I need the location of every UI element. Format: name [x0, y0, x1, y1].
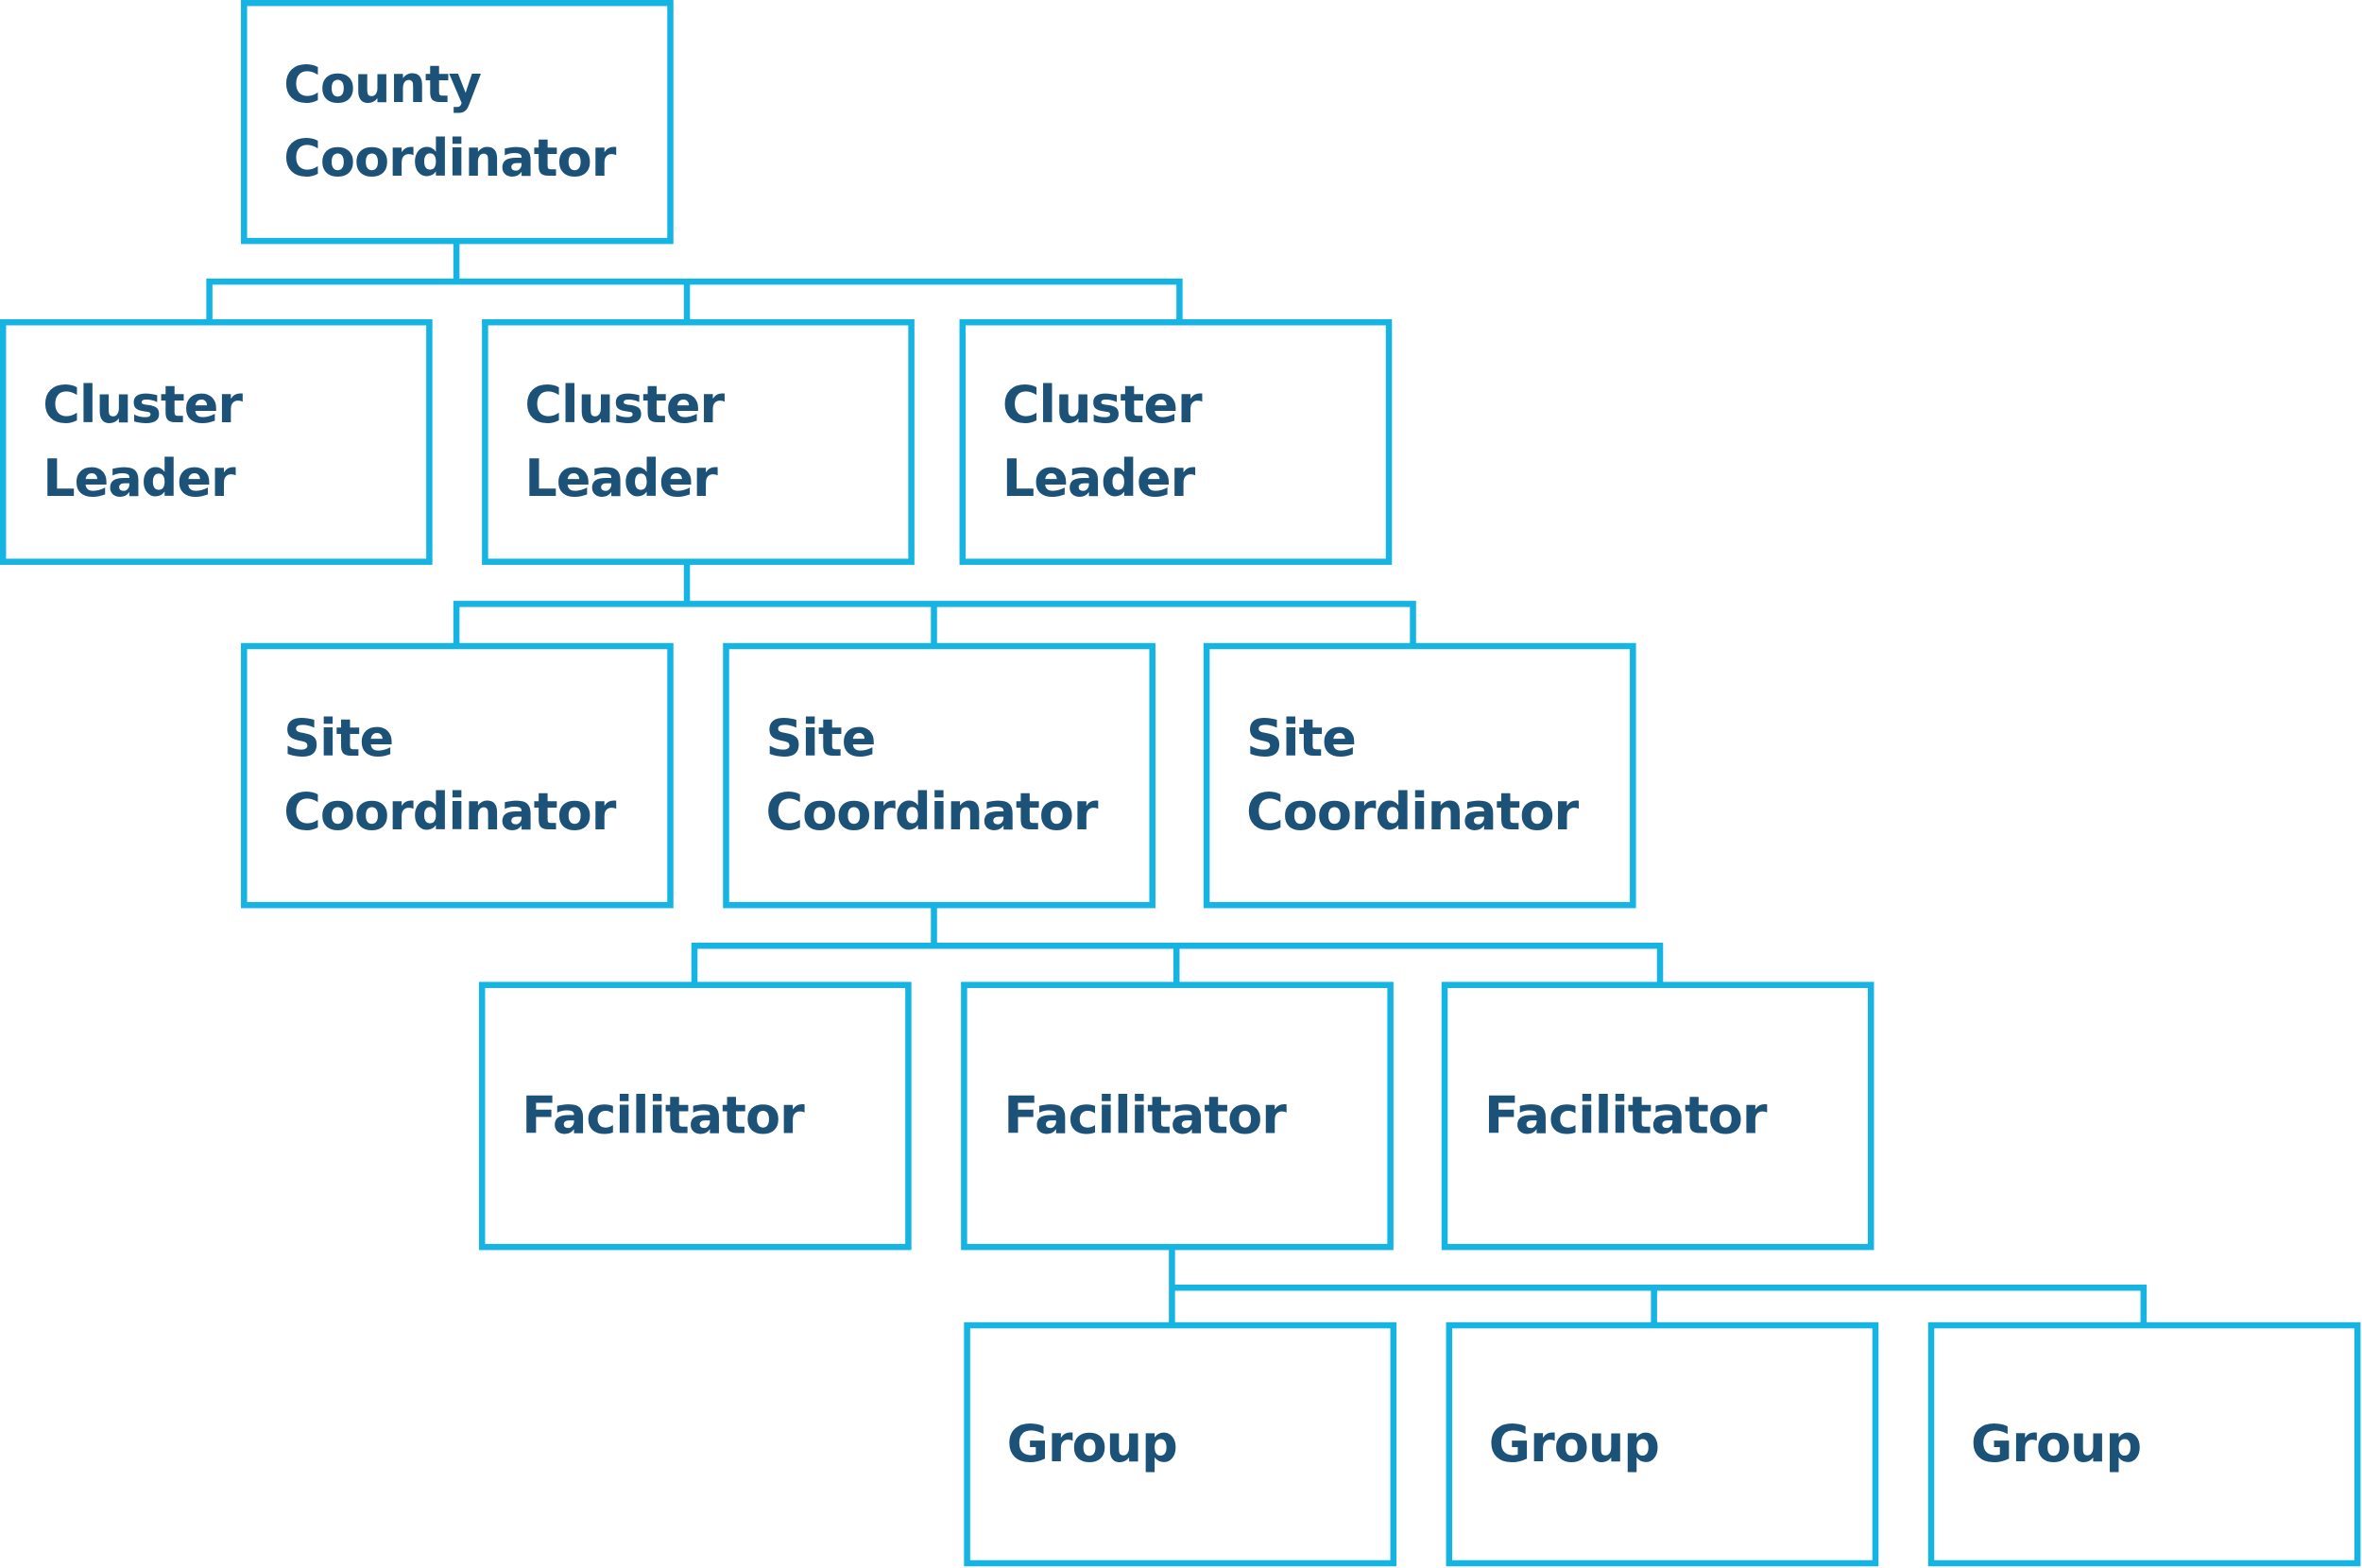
- node-label-site-coordinator-2-line-1: Site: [765, 708, 875, 768]
- node-box-site-coordinator-1: [241, 642, 674, 909]
- node-group-2: Group: [1446, 1321, 1879, 1567]
- node-label-group-1-line-1: Group: [1007, 1414, 1177, 1474]
- connector-facilitator-2: [1169, 1243, 2148, 1329]
- node-label-site-coordinator-3-line-2: Coordinator: [1246, 782, 1579, 842]
- node-group-1: Group: [964, 1321, 1397, 1567]
- node-box-facilitator-3: [1441, 981, 1874, 1251]
- node-label-site-coordinator-3-line-1: Site: [1246, 708, 1356, 768]
- node-group-3: Group: [1927, 1321, 2361, 1567]
- node-facilitator-1: Facilitator: [478, 981, 912, 1251]
- node-label-facilitator-2-line-1: Facilitator: [1003, 1085, 1287, 1145]
- node-label-site-coordinator-1-line-1: Site: [283, 708, 393, 768]
- node-label-facilitator-3-line-1: Facilitator: [1484, 1085, 1768, 1145]
- node-label-site-coordinator-1-line-2: Coordinator: [283, 782, 616, 842]
- node-label-cluster-leader-1-line-1: Cluster: [43, 375, 243, 435]
- node-facilitator-3: Facilitator: [1441, 981, 1874, 1251]
- node-label-site-coordinator-2-line-2: Coordinator: [765, 782, 1098, 842]
- connector-cluster-leader-2: [453, 558, 1416, 650]
- node-label-cluster-leader-3-line-2: Leader: [1002, 449, 1196, 508]
- node-box-facilitator-2: [961, 981, 1394, 1251]
- node-box-site-coordinator-3: [1203, 642, 1636, 909]
- node-box-group-1: [964, 1321, 1397, 1567]
- node-box-group-2: [1446, 1321, 1879, 1567]
- node-box-group-3: [1927, 1321, 2361, 1567]
- node-box-facilitator-1: [478, 981, 912, 1251]
- connector-lines: [206, 237, 2148, 1329]
- node-box-site-coordinator-2: [723, 642, 1155, 909]
- connector-site-coordinator-2: [691, 901, 1664, 988]
- node-label-group-2-line-1: Group: [1489, 1414, 1659, 1474]
- node-label-county-coordinator-line-2: Coordinator: [283, 128, 616, 188]
- node-label-cluster-leader-2-line-1: Cluster: [524, 375, 725, 435]
- node-box-cluster-leader-2: [482, 318, 915, 565]
- node-label-county-coordinator-line-1: County: [283, 55, 481, 114]
- node-box-cluster-leader-3: [959, 318, 1393, 565]
- node-box-county-coordinator: [241, 0, 674, 245]
- node-label-cluster-leader-1-line-2: Leader: [43, 449, 236, 508]
- node-facilitator-2: Facilitator: [961, 981, 1394, 1251]
- node-box-cluster-leader-1: [0, 318, 433, 565]
- node-label-group-3-line-1: Group: [1971, 1414, 2141, 1474]
- node-label-cluster-leader-2-line-2: Leader: [524, 449, 718, 508]
- node-label-cluster-leader-3-line-1: Cluster: [1002, 375, 1203, 435]
- node-label-facilitator-1-line-1: Facilitator: [522, 1085, 805, 1145]
- connector-county-coordinator: [206, 237, 1183, 326]
